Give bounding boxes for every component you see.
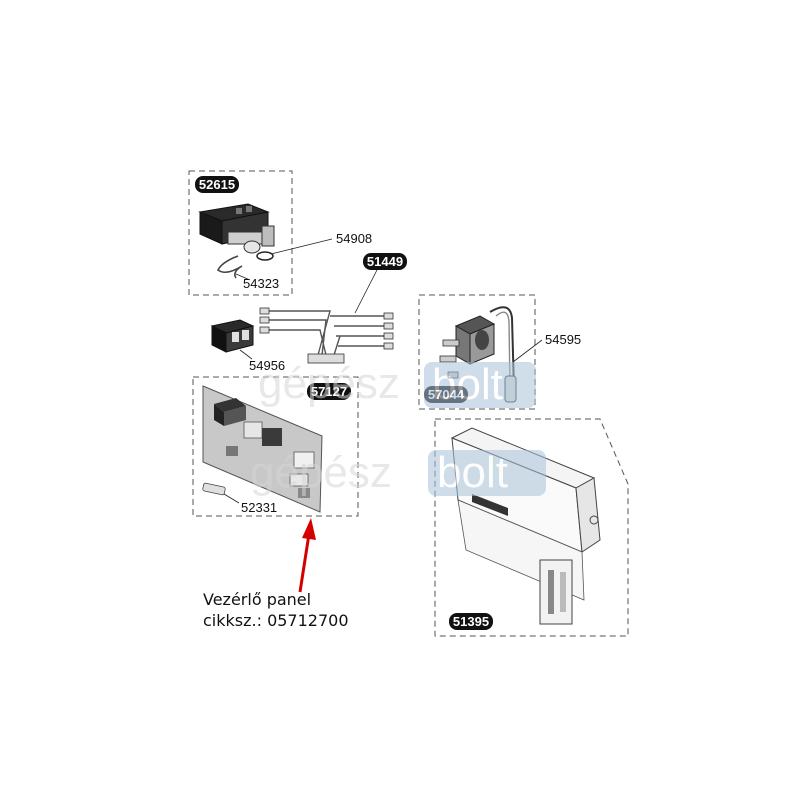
leader-54595: [512, 339, 543, 363]
watermark-lower: gépész bolt: [250, 448, 546, 497]
badge-57127: 57127: [307, 383, 351, 400]
watermark-word-4: bolt: [437, 448, 508, 497]
leader-51449: [354, 267, 379, 314]
caption-part-code: cikksz.: 05712700: [203, 611, 349, 630]
caption-title: Vezérlő panel: [203, 590, 312, 609]
part-caption: Vezérlő panel cikksz.: 05712700: [203, 589, 443, 631]
part-number-57127: 57127: [311, 384, 347, 399]
part-number-54908: 54908: [336, 231, 372, 246]
badge-51395: 51395: [449, 613, 493, 630]
badge-51449: 51449: [363, 253, 407, 270]
part-number-54595: 54595: [545, 332, 581, 347]
part-number-52331: 52331: [241, 500, 277, 515]
watermark-word-2: bolt: [432, 360, 503, 409]
leader-54956: [239, 349, 253, 360]
rocker-switch-drawing: [210, 319, 255, 353]
harness-connectors: [259, 307, 394, 364]
group-box-57044: [418, 294, 536, 410]
watermark-word-3: gépész: [250, 448, 392, 497]
watermark-upper: gépész bolt: [258, 359, 536, 409]
part-number-51395: 51395: [453, 614, 489, 629]
part-number-54323: 54323: [243, 276, 279, 291]
group-box-51395: [434, 418, 629, 637]
leader-54908: [270, 238, 333, 255]
group-box-52615: [188, 170, 293, 296]
switch-assembly-drawing: [198, 203, 275, 279]
group-box-57127: [192, 376, 359, 517]
part-number-51449: 51449: [367, 254, 403, 269]
leader-54323: [235, 273, 251, 281]
badge-52615: 52615: [195, 176, 239, 193]
watermark-word-1: gépész: [258, 359, 400, 408]
part-number-54956: 54956: [249, 358, 285, 373]
control-pcb-drawing: [202, 385, 323, 513]
part-number-52615: 52615: [199, 177, 235, 192]
leader-52331: [223, 493, 240, 504]
red-arrow: [298, 518, 316, 593]
wiring-harness-drawing: [268, 310, 386, 356]
